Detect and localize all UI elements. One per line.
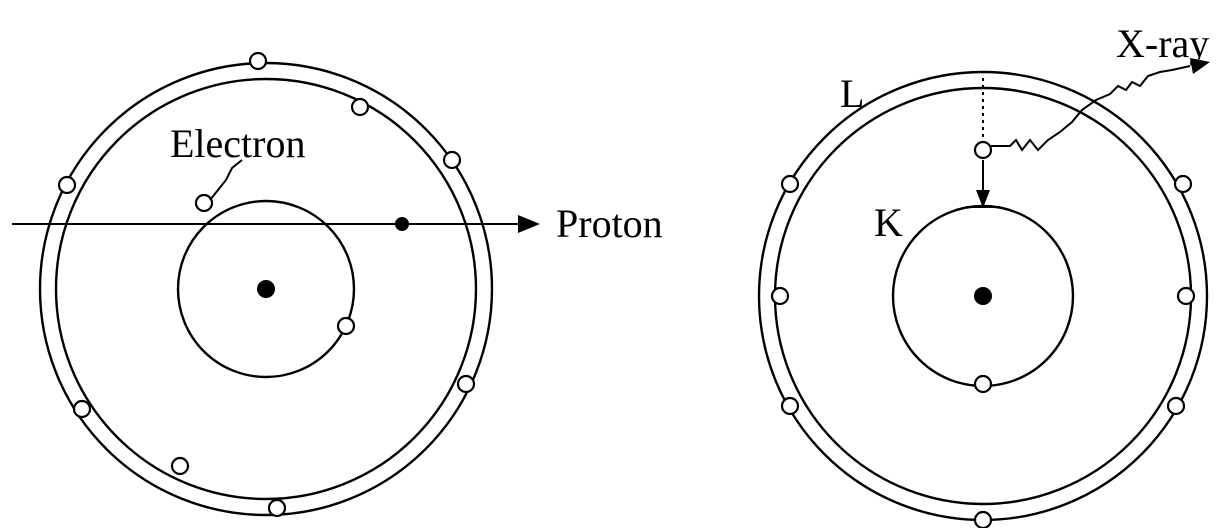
- shell-k-label: K: [874, 200, 903, 245]
- left-inner-shell: [176, 199, 356, 379]
- electron-label: Electron: [170, 121, 306, 166]
- xray-wave: [991, 65, 1191, 152]
- left-outer-electron: [170, 456, 190, 476]
- left-nucleus: [257, 280, 275, 298]
- xray-label: X-ray: [1116, 21, 1209, 66]
- left-outer-electron: [456, 374, 476, 394]
- proton-label: Proton: [556, 201, 663, 246]
- right-outer-electron: [1173, 174, 1193, 194]
- right-outer-electron: [1166, 396, 1186, 416]
- electron-leader: [209, 159, 243, 201]
- right-outer-electron: [780, 174, 800, 194]
- right-outer-electron: [1176, 286, 1196, 306]
- right-inner-electron: [973, 374, 993, 394]
- right-outer-electron: [780, 396, 800, 416]
- xray-arrowhead: [1190, 58, 1210, 74]
- left-outer-electron: [57, 175, 77, 195]
- left-ejected-electron: [194, 193, 214, 213]
- left-outer-electron: [248, 51, 268, 71]
- left-outer-shell-inner: [54, 77, 478, 501]
- proton-particle: [395, 217, 409, 231]
- transition-arrowhead: [976, 190, 990, 208]
- shell-l-label: L: [840, 71, 864, 116]
- right-nucleus: [974, 287, 992, 305]
- left-outer-electron: [442, 150, 462, 170]
- right-outer-electron: [973, 510, 993, 528]
- right-atom: X-ray L K: [757, 21, 1210, 528]
- right-transitioning-electron: [973, 140, 993, 160]
- left-atom: Electron Proton: [12, 51, 663, 518]
- left-outer-electron: [350, 97, 370, 117]
- proton-arrowhead: [518, 215, 540, 233]
- left-outer-electron: [267, 498, 287, 518]
- right-outer-electron: [770, 286, 790, 306]
- left-inner-electron: [336, 316, 356, 336]
- left-outer-electron: [72, 399, 92, 419]
